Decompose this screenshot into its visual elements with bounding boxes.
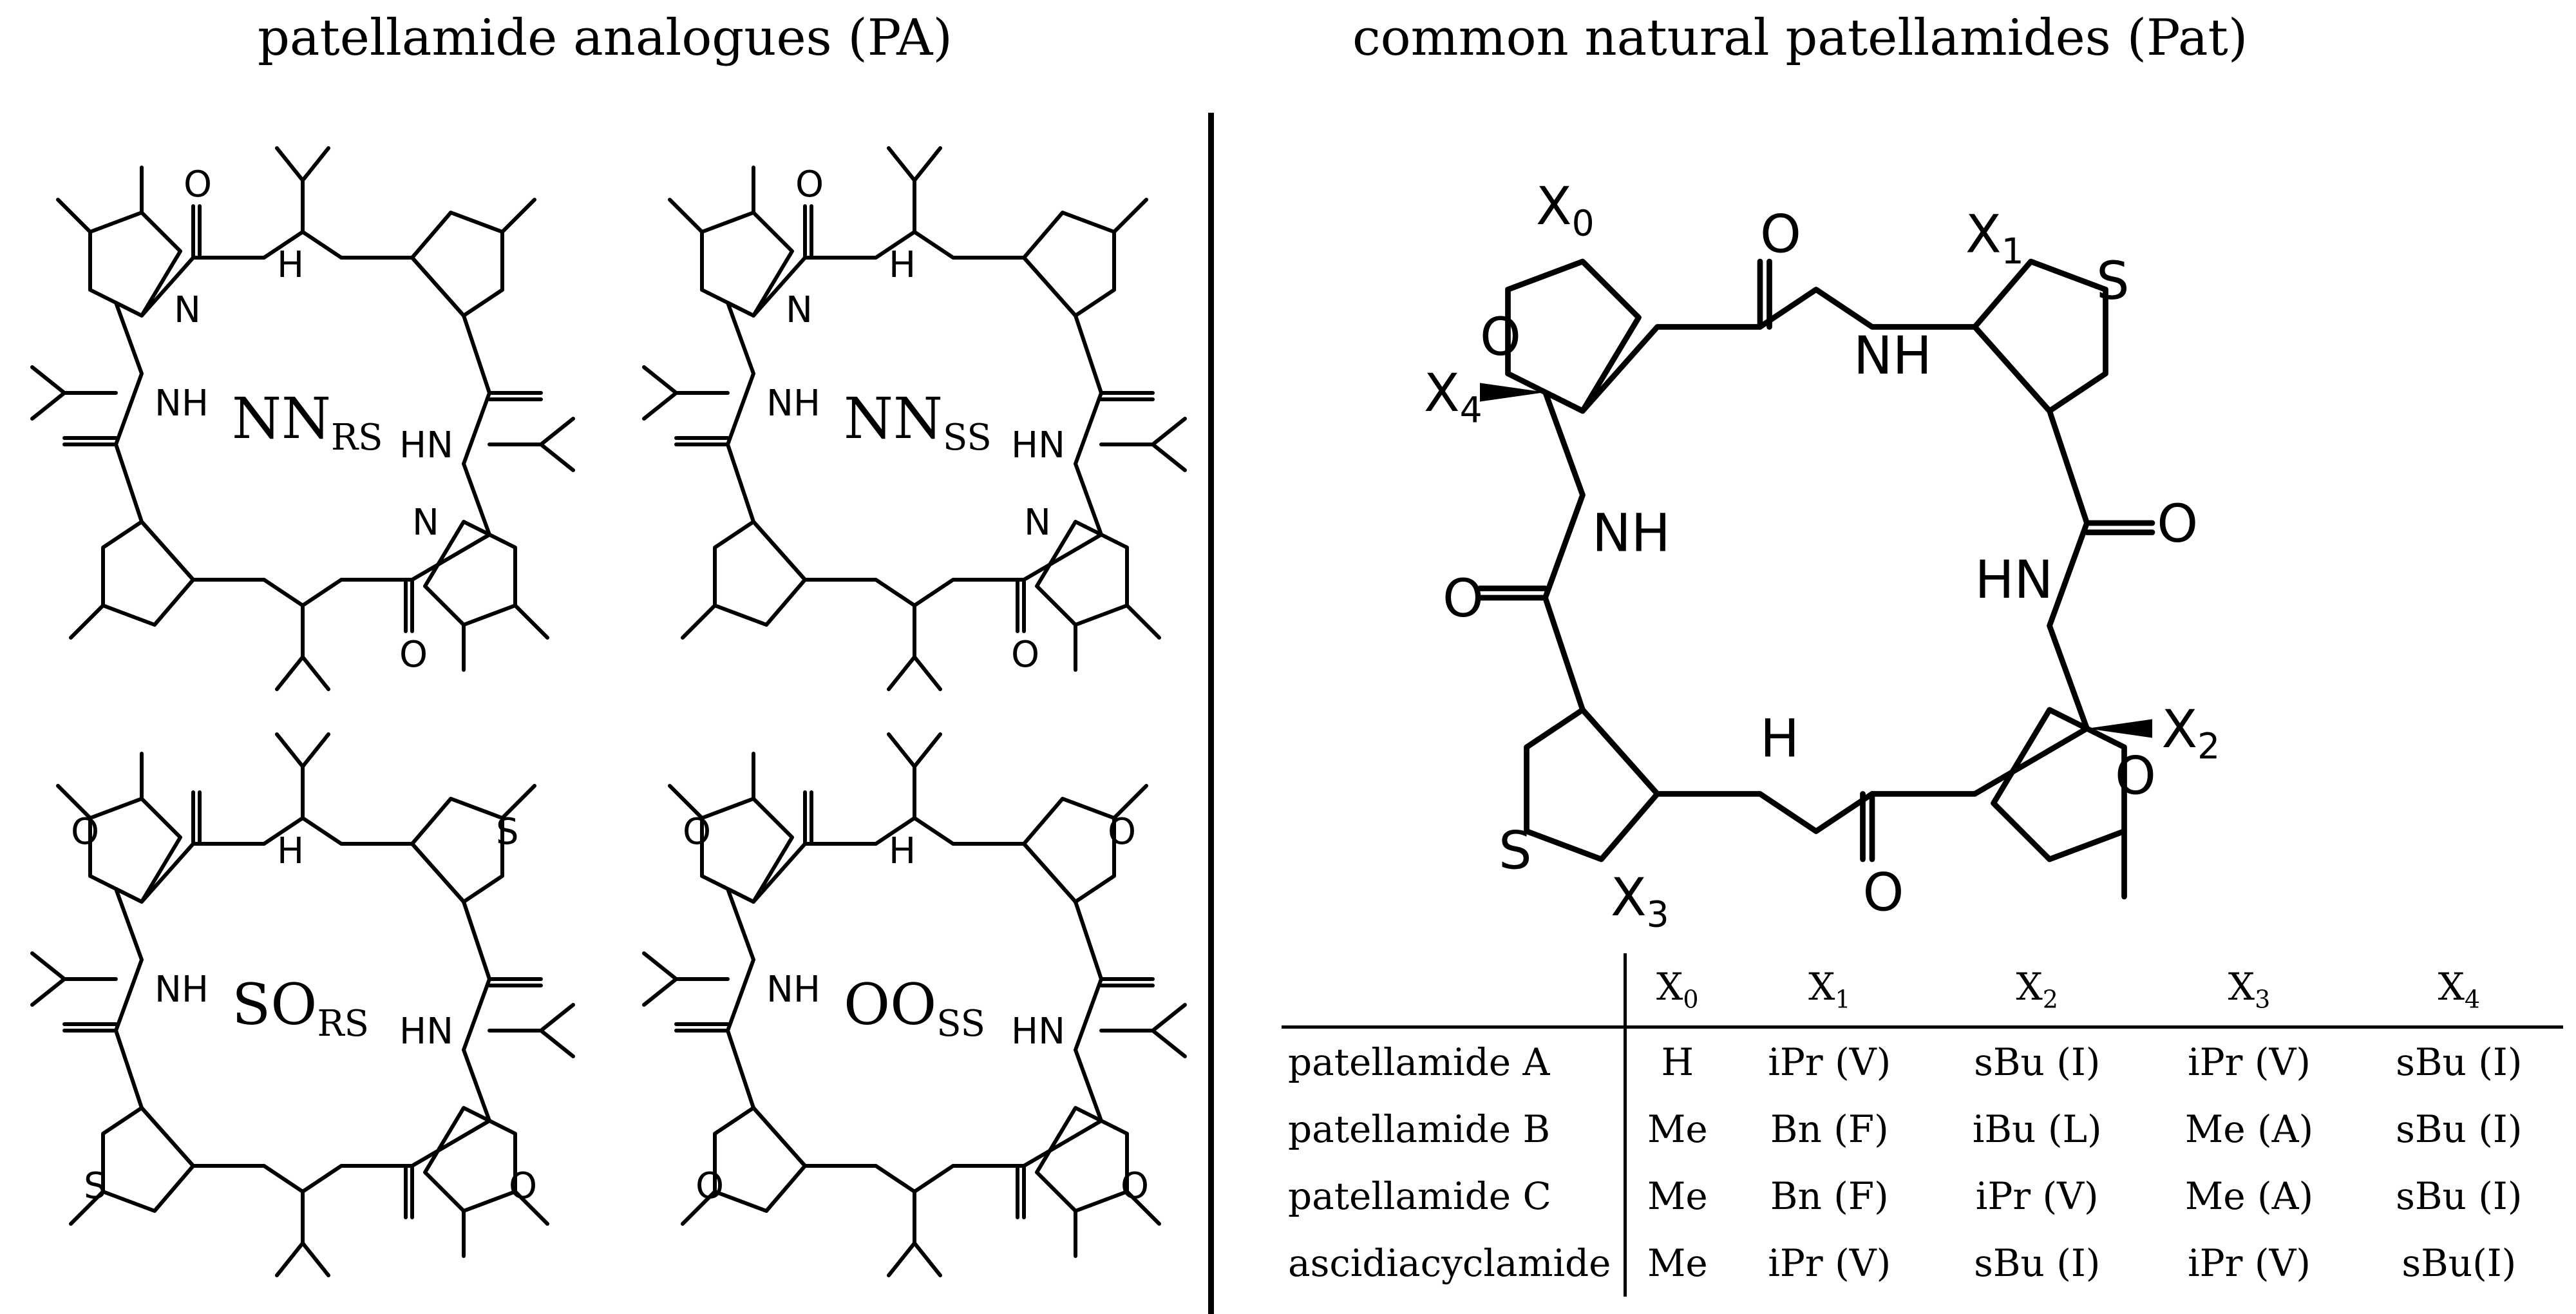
table-cell: H: [1661, 1040, 1694, 1084]
table-cell: sBu (I): [1974, 1241, 2101, 1285]
substituent-x0: X0: [1536, 176, 1595, 243]
substituent-x3: X3: [1611, 868, 1669, 935]
atom-o: O: [1011, 634, 1039, 676]
atom-o: O: [1443, 569, 1484, 629]
table-cell: iPr (V): [1768, 1241, 1891, 1285]
atom-s: S: [84, 1165, 107, 1207]
atom-o: O: [1121, 1165, 1149, 1207]
analogues-title: patellamide analogues (PA): [258, 9, 952, 67]
analogue-label: SORS: [232, 971, 369, 1045]
atom-n: N: [412, 502, 439, 544]
substituent-x1: X1: [1965, 205, 2024, 272]
table-header-row: X0 X1 X2 X3 X4: [1282, 953, 2563, 1029]
atom-o: O: [696, 1165, 724, 1207]
molecule-so-rs: NH HN H O O S S SORS: [32, 734, 573, 1275]
atom-o: O: [1760, 205, 1801, 265]
atom-h: H: [277, 244, 304, 286]
atom-n: N: [1024, 502, 1051, 544]
column-header: X4: [2354, 953, 2563, 1029]
natural-patellamides-title: common natural patellamides (Pat): [1352, 9, 2248, 67]
atom-s: S: [2096, 251, 2130, 312]
atom-h: H: [277, 830, 304, 872]
row-name: patellamide C: [1282, 1163, 1627, 1230]
atom-o: O: [399, 634, 428, 676]
table-cell: iPr (V): [2188, 1241, 2311, 1285]
atom-o: O: [509, 1165, 537, 1207]
table-cell: Bn (F): [1770, 1174, 1889, 1218]
substituent-x2: X2: [2162, 700, 2221, 766]
atom-nh: NH: [1592, 504, 1671, 564]
table-row: patellamide C Me Bn (F) iPr (V) Me (A) s…: [1282, 1163, 2563, 1230]
table-cell: sBu (I): [2396, 1174, 2523, 1218]
column-header: X1: [1728, 953, 1931, 1029]
atom-h: H: [889, 830, 916, 872]
column-header: X0: [1625, 953, 1728, 1029]
row-name: patellamide A: [1282, 1027, 1627, 1096]
table-cell: sBu(I): [2401, 1241, 2517, 1285]
atom-nh: NH: [1853, 326, 1932, 386]
table-cell: iPr (V): [1768, 1040, 1891, 1084]
atom-s: S: [496, 811, 519, 853]
atom-o: O: [71, 811, 99, 853]
molecule-nn-rs: NH HN H O O N N NNRS: [32, 148, 573, 689]
atom-hn: HN: [399, 424, 453, 466]
panel-divider: [1208, 113, 1214, 1314]
atom-h: H: [889, 244, 916, 286]
table-cell: Me (A): [2184, 1174, 2314, 1218]
molecule-oo-ss: NH HN H O O O O OOSS: [644, 734, 1185, 1275]
atom-h: H: [1760, 709, 1799, 770]
atom-o: O: [795, 164, 824, 205]
substituent-x4: X4: [1424, 363, 1482, 430]
column-header: X3: [2143, 953, 2355, 1029]
atom-o: O: [683, 811, 711, 853]
atom-s: S: [1499, 821, 1532, 882]
table-cell: Bn (F): [1770, 1107, 1889, 1151]
analogue-label: NNRS: [232, 385, 383, 459]
table-row: patellamide B Me Bn (F) iBu (L) Me (A) s…: [1282, 1096, 2563, 1163]
atom-o: O: [184, 164, 212, 205]
table-cell: sBu (I): [2396, 1107, 2523, 1151]
atom-hn: HN: [1011, 1011, 1065, 1052]
patellamide-table: X0 X1 X2 X3 X4 patellamide A H iPr (V) s…: [1282, 953, 2563, 1297]
row-name: ascidiacyclamide: [1282, 1230, 1627, 1297]
atom-nh: NH: [155, 969, 209, 1011]
atom-o: O: [1863, 863, 1904, 924]
analogue-label: NNSS: [844, 385, 992, 459]
atom-o: O: [1480, 307, 1521, 368]
table-cell: sBu (I): [1974, 1040, 2101, 1084]
atom-nh: NH: [155, 383, 209, 424]
atom-o: O: [2157, 494, 2198, 555]
table-corner: [1282, 953, 1627, 1029]
atom-o: O: [1108, 811, 1136, 853]
row-name: patellamide B: [1282, 1096, 1627, 1163]
table-cell: iPr (V): [2188, 1040, 2311, 1084]
atom-nh: NH: [766, 969, 820, 1011]
table-cell: Me (A): [2184, 1107, 2314, 1151]
table-cell: iPr (V): [1975, 1174, 2099, 1218]
molecule-nn-ss: NH HN H O O N N NNSS: [644, 148, 1185, 689]
table-row: ascidiacyclamide Me iPr (V) sBu (I) iPr …: [1282, 1230, 2563, 1297]
analogue-label: OOSS: [844, 971, 985, 1045]
table-cell: Me: [1647, 1241, 1708, 1285]
table-row: patellamide A H iPr (V) sBu (I) iPr (V) …: [1282, 1027, 2563, 1096]
atom-n: N: [786, 289, 813, 331]
table-cell: Me: [1647, 1174, 1708, 1218]
patellamide-table-container: X0 X1 X2 X3 X4 patellamide A H iPr (V) s…: [1282, 953, 2563, 1301]
table-cell: Me: [1647, 1107, 1708, 1151]
molecule-patellamide-generic: O O O O O O S S NH HN NH H X4 X2 X0 X1 X…: [1424, 176, 2220, 935]
table-cell: iBu (L): [1972, 1107, 2102, 1151]
atom-nh: NH: [766, 383, 820, 424]
atom-n: N: [174, 289, 201, 331]
table-cell: sBu (I): [2396, 1040, 2523, 1084]
atom-o: O: [2115, 747, 2156, 807]
atom-hn: HN: [1975, 550, 2054, 611]
column-header: X2: [1931, 953, 2144, 1029]
atom-hn: HN: [1011, 424, 1065, 466]
atom-hn: HN: [399, 1011, 453, 1052]
